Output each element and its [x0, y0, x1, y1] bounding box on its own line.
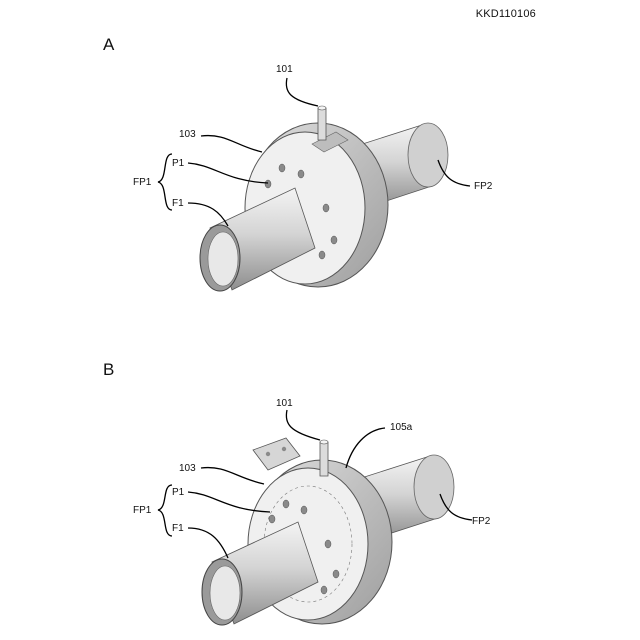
- callout-fp1: FP1: [133, 177, 152, 188]
- figure-a: 101 103 P1 FP1 F1 FP2: [0, 0, 640, 320]
- leader-f1: [188, 528, 228, 558]
- figure-b: 101 105a 103 P1 FP1 F1 FP2: [0, 320, 640, 640]
- callout-fp2: FP2: [474, 181, 493, 192]
- leader-105a: [346, 428, 385, 468]
- callout-105a: 105a: [390, 422, 413, 433]
- callout-fp2: FP2: [472, 516, 491, 527]
- callout-f1: F1: [172, 198, 184, 209]
- callout-f1: F1: [172, 523, 184, 534]
- leader-101: [286, 78, 318, 106]
- brace-fp1: [158, 154, 172, 210]
- callout-103: 103: [179, 463, 196, 474]
- callout-101: 101: [276, 64, 293, 75]
- callout-101: 101: [276, 398, 293, 409]
- callout-fp1: FP1: [133, 505, 152, 516]
- leader-103: [201, 468, 264, 484]
- mounting-plate: [253, 438, 300, 470]
- leader-101: [286, 410, 320, 440]
- callout-103: 103: [179, 129, 196, 140]
- leader-103: [201, 136, 262, 152]
- pin: [320, 440, 328, 476]
- callout-p1: P1: [172, 487, 185, 498]
- callout-p1: P1: [172, 158, 185, 169]
- brace-fp1: [158, 485, 172, 536]
- pin: [318, 106, 326, 140]
